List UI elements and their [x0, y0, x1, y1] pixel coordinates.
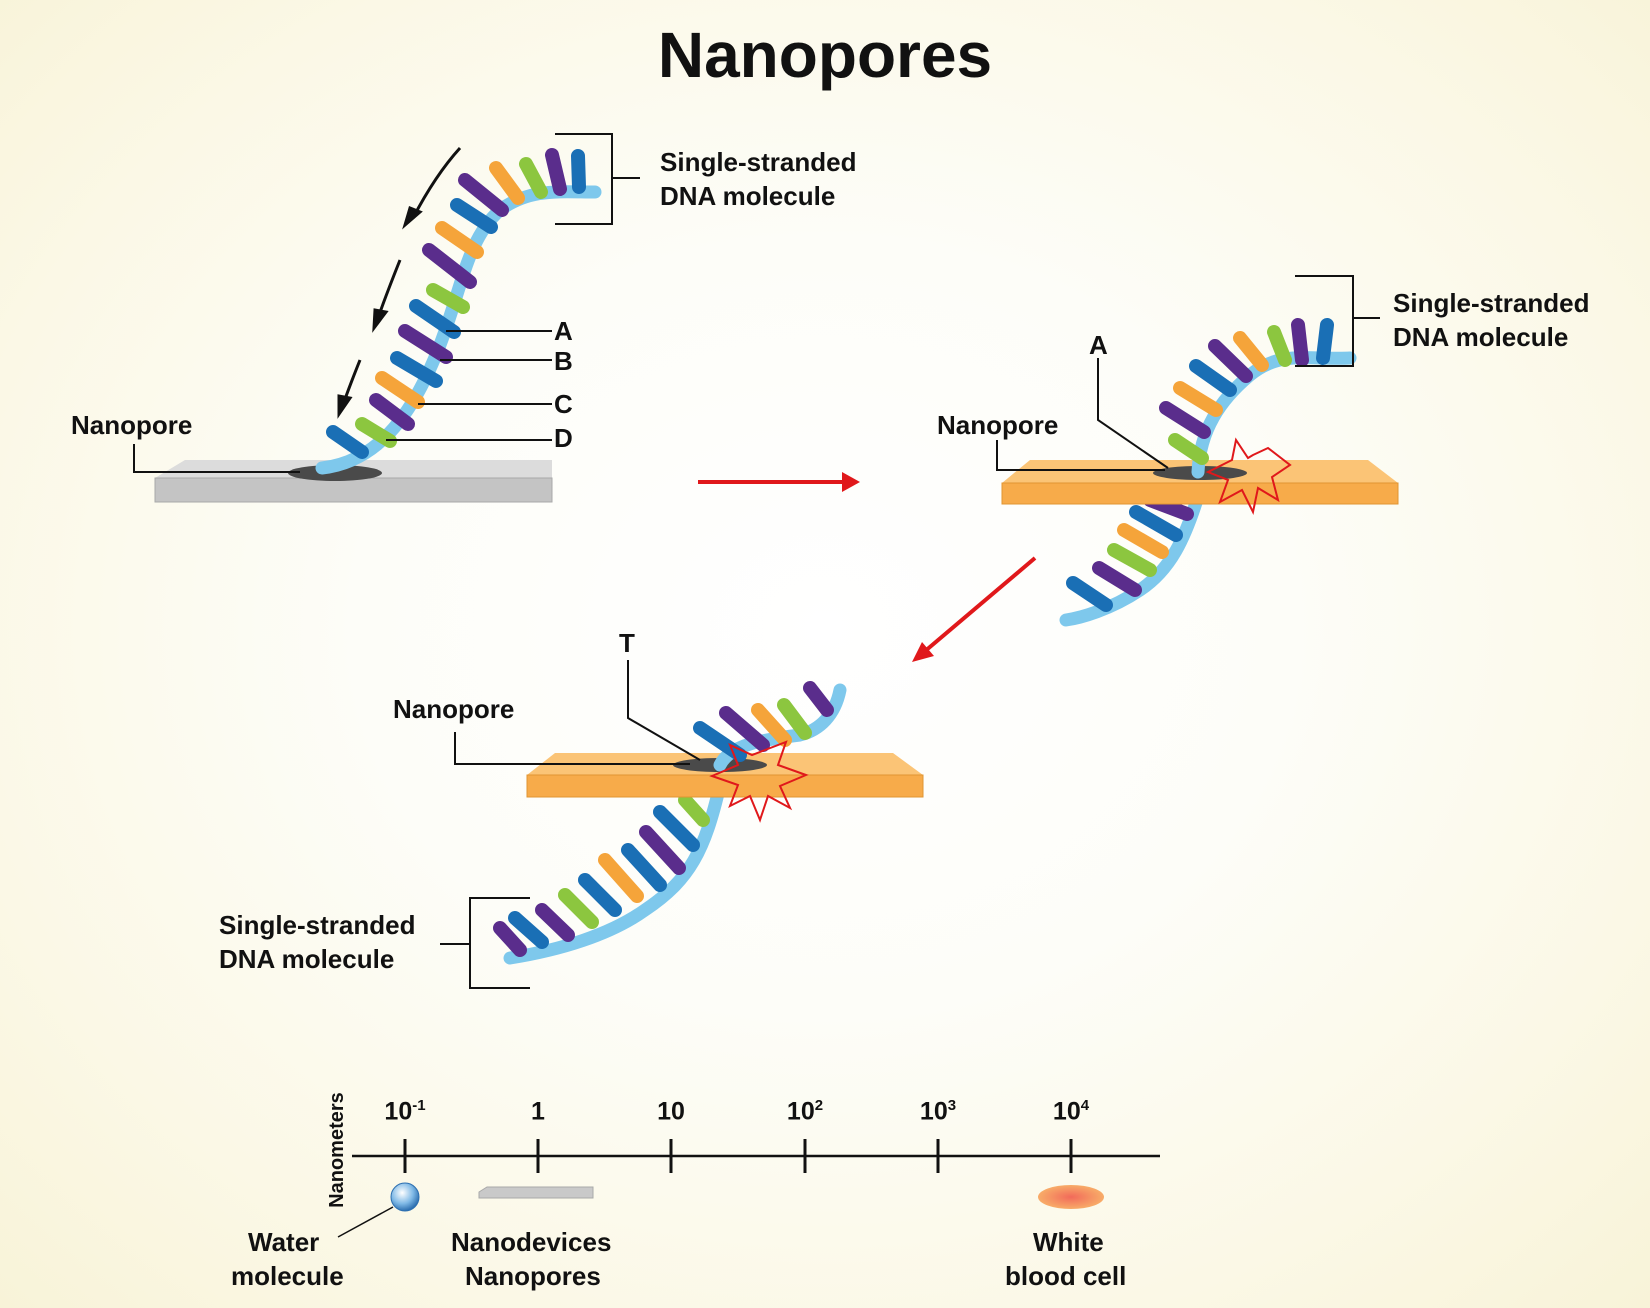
ssdna-label-3b: DNA molecule — [219, 944, 395, 974]
base-a-label: A — [554, 316, 573, 346]
base-t-leader — [627, 660, 701, 761]
motion-arrows — [337, 146, 462, 419]
nano-label-1: Nanodevices — [451, 1227, 612, 1257]
scale-ticks — [403, 1139, 1073, 1173]
wbc-label-1: White — [1033, 1227, 1104, 1257]
nanopore-leader — [454, 732, 690, 765]
nanopore-leader — [133, 444, 300, 473]
ssdna-label-1b: DNA molecule — [660, 181, 836, 211]
ssdna-label-1a: Single-stranded — [660, 147, 857, 177]
signal-burst-icon — [709, 740, 809, 823]
ssdna-label-2b: DNA molecule — [1393, 322, 1569, 352]
water-label-1: Water — [248, 1227, 320, 1257]
white-blood-cell-icon — [1038, 1185, 1104, 1209]
base-leaders — [386, 330, 552, 441]
ssdna-label-2a: Single-stranded — [1393, 288, 1590, 318]
scale-axis-label: Nanometers — [326, 1092, 348, 1208]
tick-label-3: 102 — [786, 1097, 824, 1126]
nanopore-label-3: Nanopore — [393, 694, 515, 724]
panel-translocation-1 — [996, 275, 1399, 627]
base-d-label: D — [554, 423, 573, 453]
diagram-title: Nanopores — [657, 19, 993, 91]
dna-bases — [326, 148, 586, 459]
nanopore-hole — [288, 465, 382, 481]
membrane-orange — [1001, 482, 1399, 505]
nanodevice-icon — [478, 1186, 594, 1199]
ssdna-label-3a: Single-stranded — [219, 910, 416, 940]
tick-label-2: 10 — [657, 1097, 685, 1126]
arrow-down-left — [922, 556, 1037, 654]
membrane-gray — [154, 477, 553, 503]
base-b-label: B — [554, 346, 573, 376]
nano-label-2: Nanopores — [465, 1261, 601, 1291]
base-a-leader — [1097, 358, 1169, 469]
tick-label-5: 104 — [1052, 1097, 1090, 1126]
ssdna-bracket — [440, 897, 530, 989]
base-c-label: C — [554, 389, 573, 419]
nanopore-label-2: Nanopore — [937, 410, 1059, 440]
step-arrows — [698, 472, 1037, 662]
water-label-2: molecule — [231, 1261, 344, 1291]
size-scale — [337, 1139, 1160, 1238]
ssdna-bracket — [1295, 275, 1380, 367]
wbc-label-2: blood cell — [1005, 1261, 1127, 1291]
nanopore-label-1: Nanopore — [71, 410, 193, 440]
base-a-label-2: A — [1089, 330, 1108, 360]
base-t-label: T — [619, 628, 635, 658]
panel-translocation-2 — [440, 660, 924, 989]
membrane-orange — [526, 774, 924, 798]
nanopore-leader — [996, 440, 1165, 471]
tick-label-0: 10-1 — [384, 1097, 426, 1126]
tick-label-4: 103 — [919, 1097, 957, 1126]
ssdna-bracket — [555, 133, 640, 225]
tick-label-1: 1 — [531, 1097, 545, 1126]
signal-burst-icon — [1205, 437, 1292, 516]
panel-initial — [133, 133, 640, 503]
water-molecule-icon — [390, 1182, 420, 1212]
